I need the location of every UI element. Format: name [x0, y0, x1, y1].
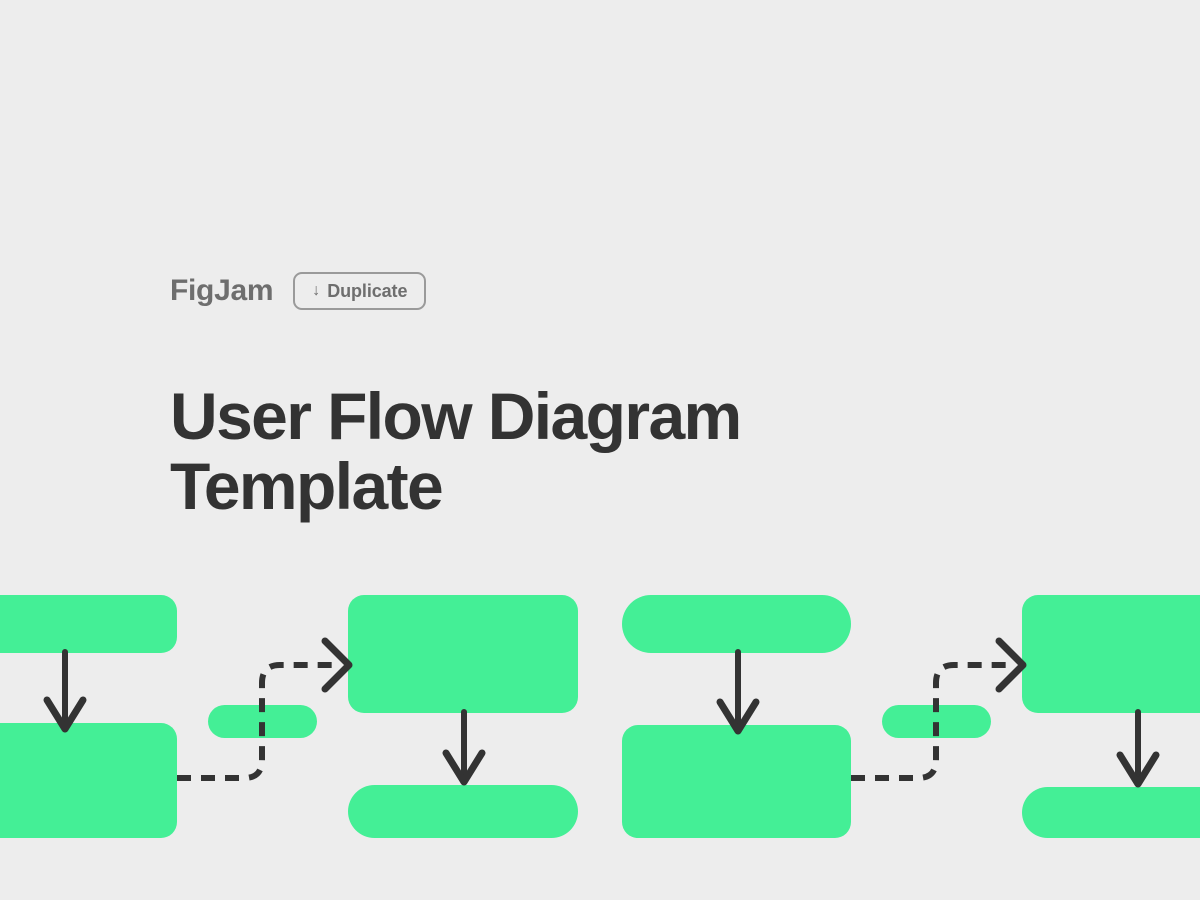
duplicate-button-label: Duplicate [327, 281, 408, 301]
flow-node-pill[interactable] [348, 785, 578, 838]
download-arrow-icon: ↓ [312, 282, 321, 299]
flow-node-pill[interactable] [622, 595, 851, 653]
connector-arrow-down [716, 649, 760, 735]
connector-arrow-down [442, 709, 486, 786]
connector-arrow-down [1116, 709, 1160, 788]
page-title: User Flow Diagram Template [170, 379, 742, 524]
flow-node-box[interactable] [622, 725, 851, 838]
figjam-brand-label: FigJam [170, 274, 274, 307]
flow-node-pill[interactable] [208, 705, 317, 738]
flow-node-box[interactable] [348, 595, 578, 713]
header-row: FigJam ↓ Duplicate [170, 268, 427, 314]
flow-node-pill[interactable] [882, 705, 991, 738]
flow-node-pill[interactable] [1022, 787, 1200, 838]
duplicate-button[interactable]: ↓ Duplicate [293, 272, 427, 310]
flow-node-box[interactable] [1022, 595, 1200, 713]
flow-node-box[interactable] [0, 595, 177, 653]
flow-node-box[interactable] [0, 723, 177, 838]
connector-arrow-down [43, 649, 87, 733]
